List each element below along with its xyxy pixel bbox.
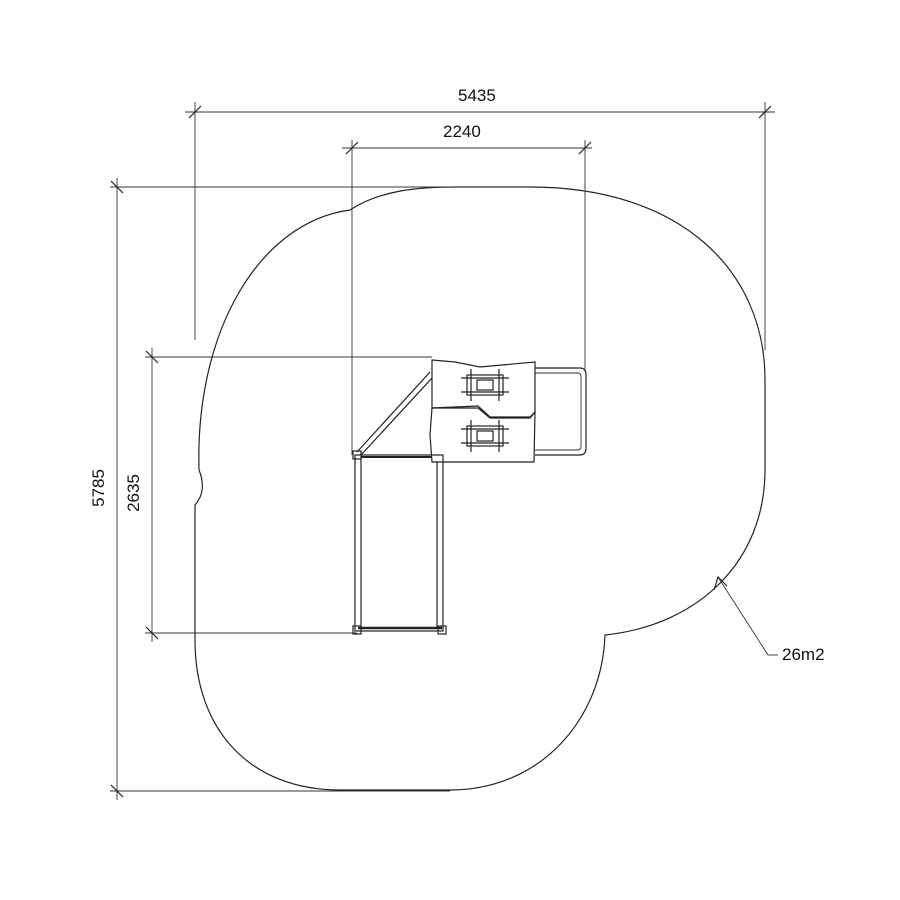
area-leader-arrow: [713, 575, 778, 656]
dimension-label-structure-width: 2240: [443, 122, 481, 141]
area-label: 26m2: [782, 645, 825, 664]
safety-zone-outline: [194, 186, 766, 791]
dimension-structure-width: [342, 140, 592, 455]
platform-upper: [431, 359, 536, 419]
dimension-structure-height: [145, 348, 432, 642]
platform-lower: [429, 405, 536, 463]
dimension-overall-height: [110, 178, 530, 800]
dimension-label-overall-width: 5435: [458, 86, 496, 105]
play-structure: [352, 359, 587, 635]
dimension-overall-width: [185, 102, 775, 350]
roof-icon-lower: [461, 420, 509, 452]
dimension-label-overall-height: 5785: [88, 469, 108, 507]
roof-icon-upper: [461, 369, 509, 401]
dimension-label-structure-height: 2635: [123, 474, 143, 512]
